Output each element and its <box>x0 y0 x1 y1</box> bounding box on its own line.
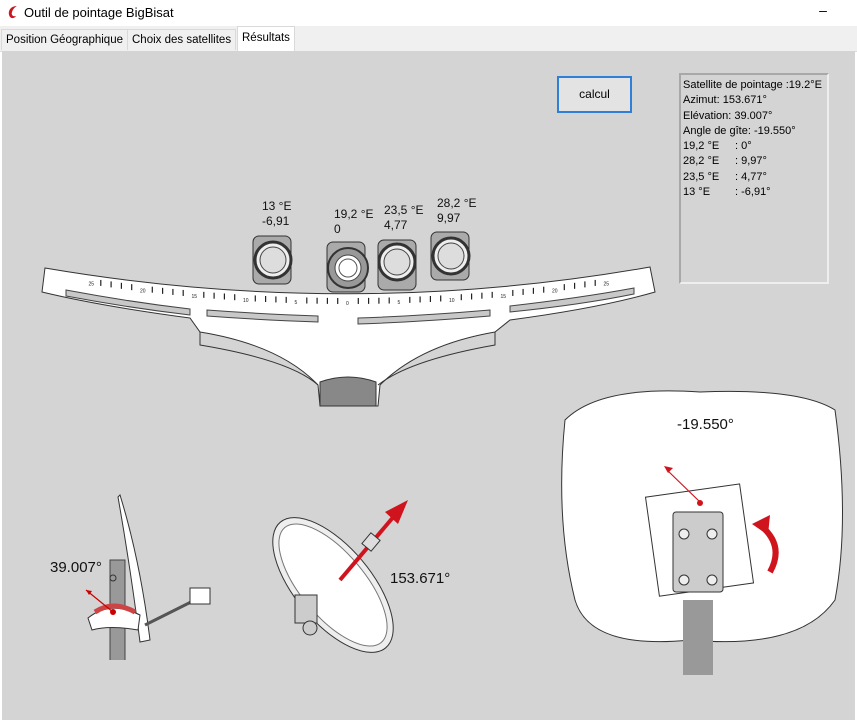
scale-label: 20 <box>140 288 146 294</box>
app-logo-icon <box>8 6 17 19</box>
offset-row: 13 °E: -6,91° <box>683 186 771 199</box>
offset-row: 28,2 °E: 9,97° <box>683 155 767 168</box>
minimize-button[interactable]: – <box>819 2 827 18</box>
tab-choix-satellites[interactable]: Choix des satellites <box>127 29 237 50</box>
window-title: Outil de pointage BigBisat <box>24 5 174 20</box>
scale-label: 10 <box>449 298 455 304</box>
result-skew: Angle de gîte: -19.550° <box>683 124 796 137</box>
scale-label: 15 <box>192 294 198 300</box>
tab-resultats[interactable]: Résultats <box>237 26 295 51</box>
lnb-holders <box>252 231 471 293</box>
scale-label: 15 <box>501 294 507 300</box>
skew-value: -19.550° <box>677 416 734 433</box>
scale-label: 25 <box>604 281 610 287</box>
results-box: Satellite de pointage :19.2°E Azimut: 15… <box>679 73 829 284</box>
result-azimut: Azimut: 153.671° <box>683 94 767 107</box>
result-elevation: Elévation: 39.007° <box>683 109 773 122</box>
result-satellite: Satellite de pointage :19.2°E <box>683 79 822 91</box>
skew-illustration <box>561 390 843 675</box>
elevation-dish-illustration <box>85 494 211 660</box>
offset-row: 23,5 °E: 4,77° <box>683 170 767 183</box>
offset-row: 19,2 °E: 0° <box>683 140 752 153</box>
scale-label: 10 <box>243 298 249 304</box>
calcul-button[interactable]: calcul <box>557 76 632 113</box>
azimuth-value: 153.671° <box>390 570 451 587</box>
lnb-13e <box>252 235 293 285</box>
lnb-28e <box>430 231 471 281</box>
scale-label: 5 <box>295 300 298 306</box>
lnb-label-13e: 13 °E-6,91 <box>262 199 292 228</box>
azimuth-dish-illustration <box>272 500 408 653</box>
lnb-bracket-illustration: 25 20 15 10 5 0 5 10 15 20 25 <box>41 266 656 407</box>
scale-label: 5 <box>398 300 401 306</box>
scale-label: 25 <box>89 281 95 287</box>
lnb-19e <box>326 241 369 293</box>
elevation-value: 39.007° <box>50 559 102 576</box>
scale-label: 20 <box>552 288 558 294</box>
title-bar: Outil de pointage BigBisat – <box>0 0 857 26</box>
tab-bar: Position Géographique Choix des satellit… <box>0 26 857 52</box>
lnb-23e <box>377 239 417 291</box>
scale-label: 0 <box>346 301 349 307</box>
